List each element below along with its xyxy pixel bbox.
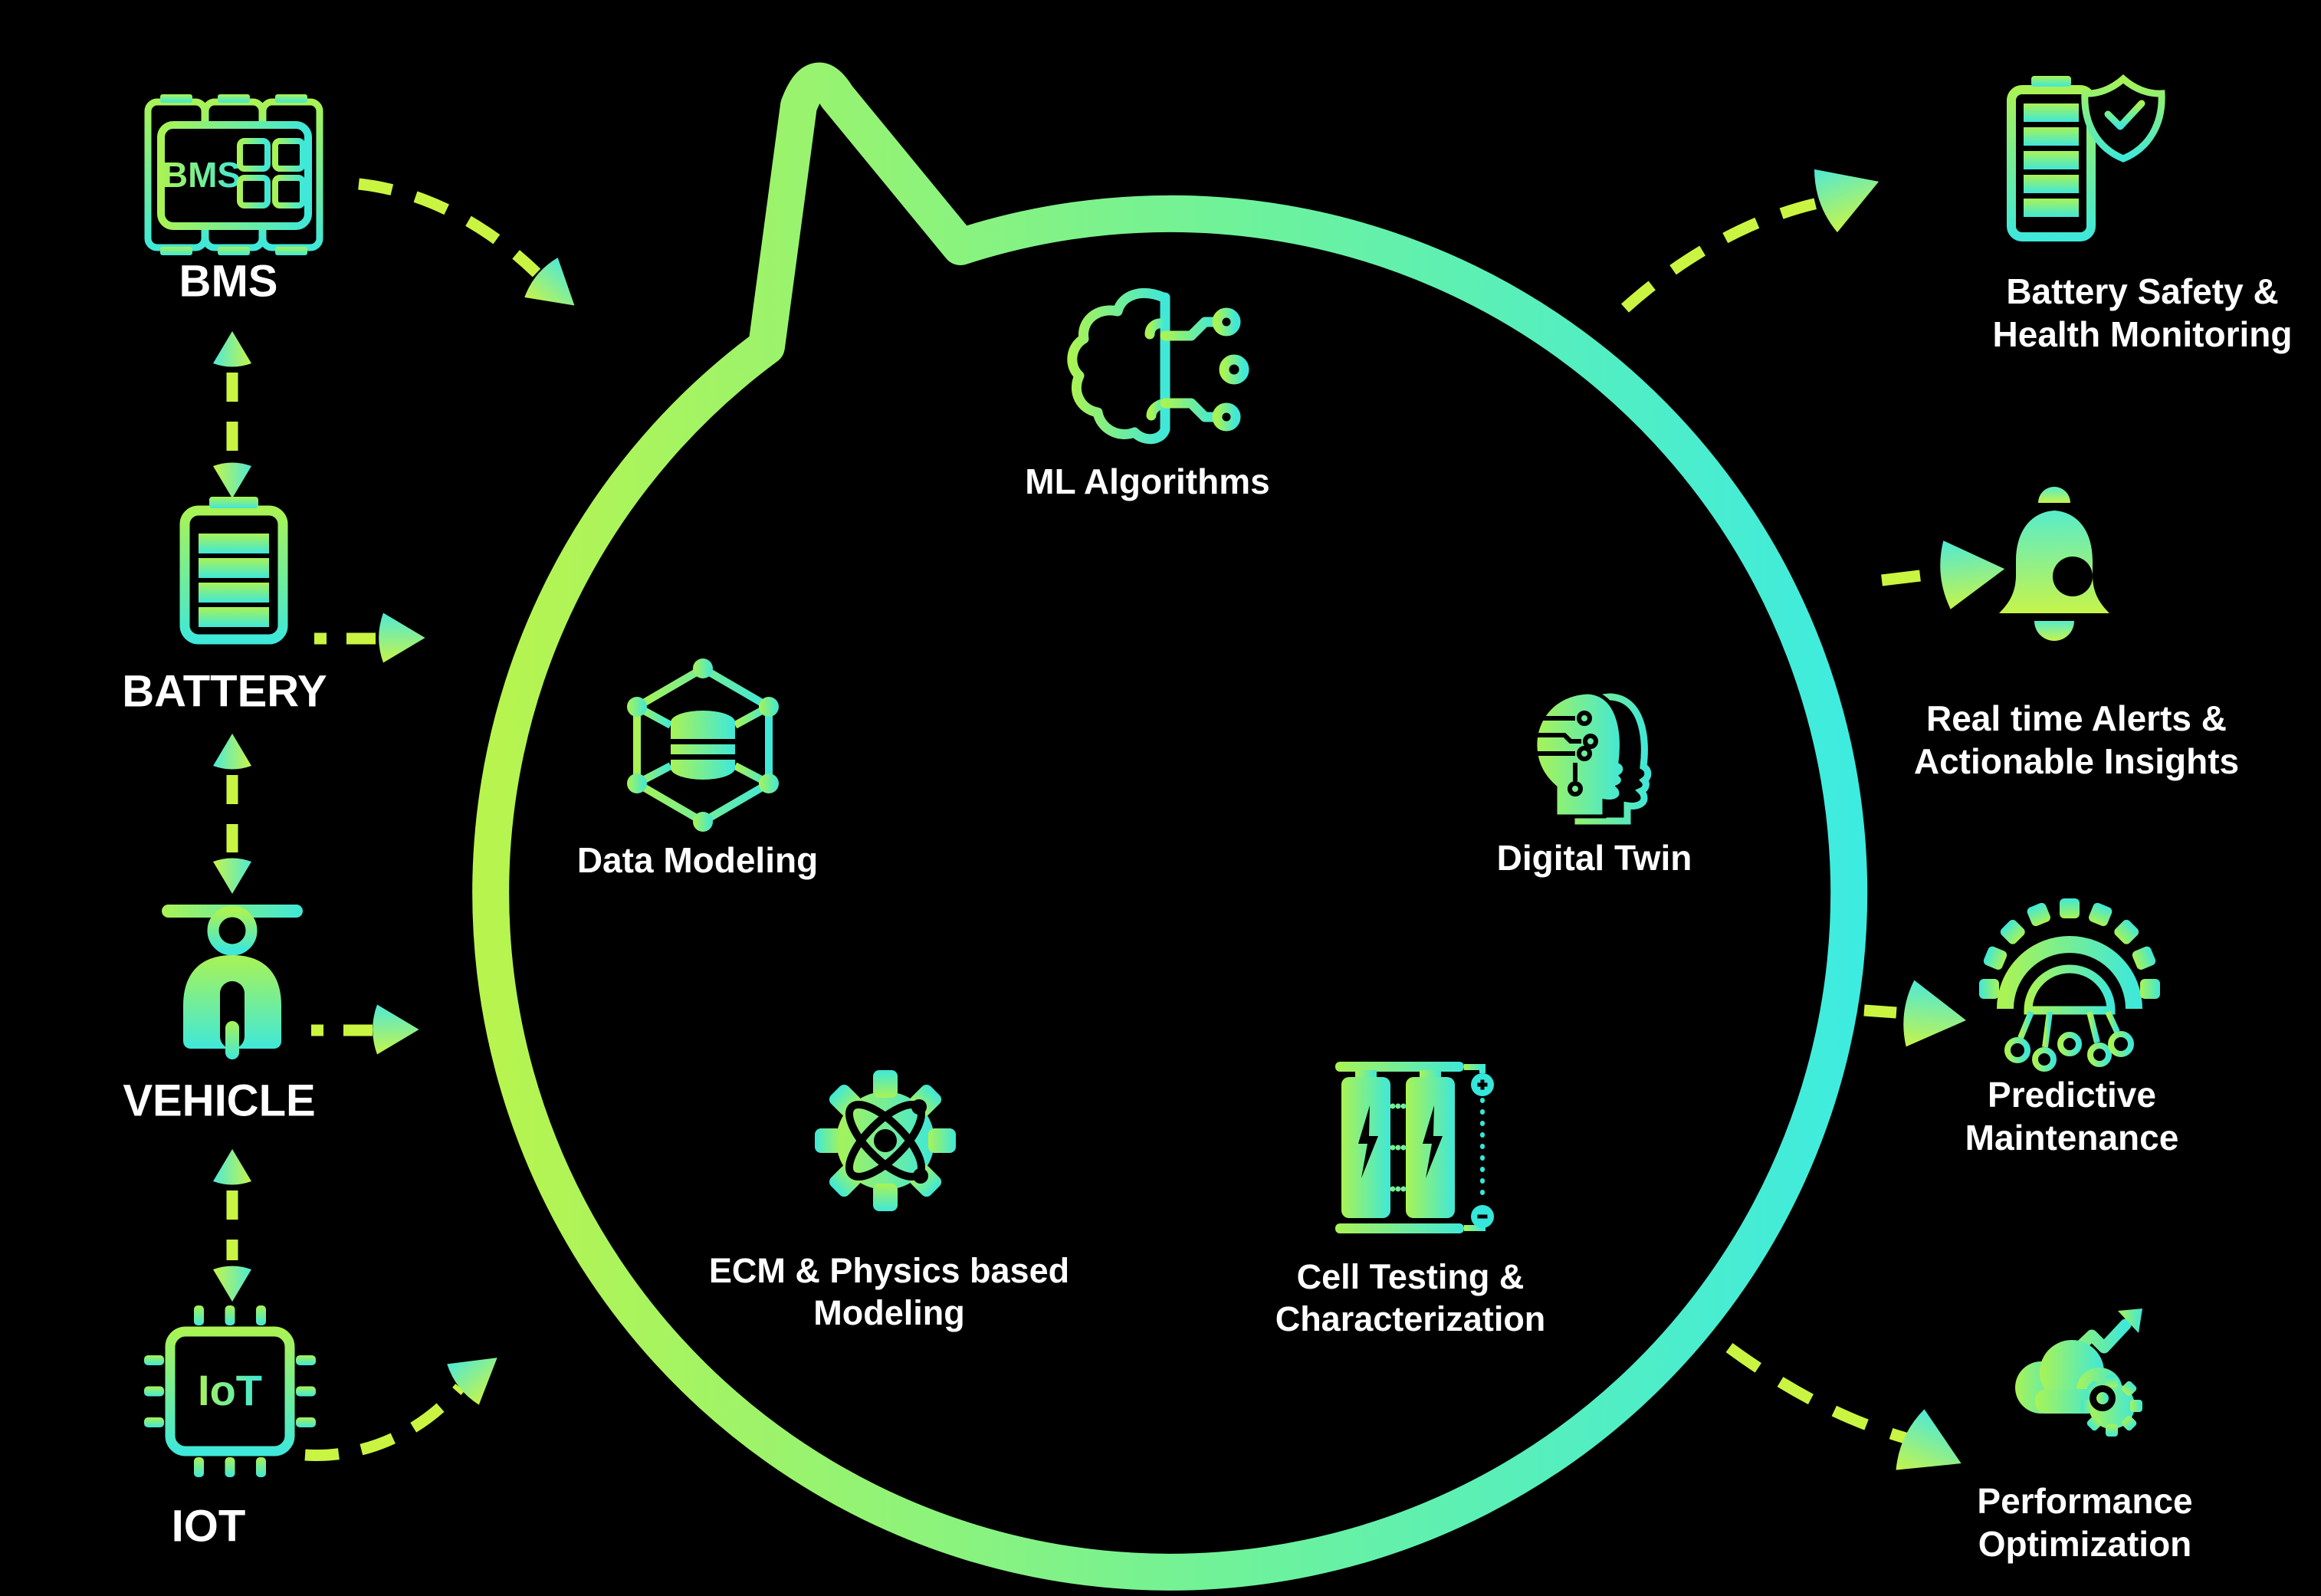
arrowhead-icon [373, 1004, 419, 1055]
arrowhead-down-icon [213, 858, 251, 894]
iot-label: IOT [171, 1501, 246, 1552]
gear-network-icon [1979, 898, 2160, 1072]
digital-twin-heads-icon [1533, 690, 1652, 825]
input-arrows [304, 178, 541, 1462]
iot-chip-icon: IoT [144, 1305, 316, 1477]
battery-label: BATTERY [122, 666, 327, 717]
arrowhead-icon [1899, 979, 1971, 1054]
brain-circuit-icon [1067, 287, 1249, 445]
data-cube-icon [627, 658, 779, 832]
vehicle-label: VEHICLE [123, 1075, 316, 1126]
alert-bell-icon [1999, 487, 2109, 641]
cell-testing-label: Cell Testing & Characterization [1275, 1257, 1546, 1338]
scooter-icon [162, 905, 303, 1059]
iot-to-core-arrow [304, 1384, 465, 1462]
bms-chip-label: BMS [163, 155, 241, 195]
arrowhead-icon [1808, 149, 1891, 235]
core-to-performance-arrow [1725, 1342, 1908, 1444]
arrowhead-icon [379, 612, 425, 663]
bms-label: BMS [179, 256, 278, 307]
core-to-safety-arrow [1620, 196, 1823, 313]
battery-shield-icon [2007, 74, 2165, 241]
arrowhead-up-icon [213, 1149, 251, 1185]
shield-check-icon [2081, 74, 2165, 163]
performance-optimization-label: Performance Optimization [1977, 1480, 2193, 1564]
predictive-maintenance-label: Predictive Maintenance [1965, 1074, 2179, 1158]
output-arrows [1620, 196, 1921, 1444]
bms-to-core-arrow [358, 178, 541, 277]
data-modeling-label: Data Modeling [576, 839, 819, 880]
arrowhead-up-icon [213, 331, 251, 367]
arrowhead-up-icon [213, 734, 251, 770]
connector-arrowheads [213, 331, 251, 1302]
cloud-growth-gear-icon [2015, 1309, 2142, 1437]
core-to-alerts-arrow [1881, 570, 1921, 586]
battery-cells-icon [1335, 1062, 1494, 1233]
ml-algorithms-label: ML Algorithms [1025, 461, 1270, 501]
realtime-alerts-label: Real time Alerts & Actionable Insights [1913, 698, 2240, 781]
arrowhead-icon [443, 1337, 514, 1408]
ecm-modeling-label: ECM & Physics based Modeling [708, 1251, 1070, 1332]
bms-chip-icon: BMS [144, 94, 323, 255]
digital-twin-label: Digital Twin [1496, 837, 1692, 878]
arrowhead-down-icon [213, 462, 251, 498]
gear-icon [2081, 1375, 2142, 1437]
core-to-predictive-arrow [1863, 1004, 1897, 1019]
atom-gear-icon [815, 1070, 956, 1211]
arrowhead-icon [1937, 534, 2008, 610]
core-ring [472, 62, 1868, 1591]
battery-safety-label: Battery Safety & Health Monitoring [1992, 271, 2293, 354]
arrowhead-icon [1890, 1407, 1976, 1494]
battery-icon [179, 497, 288, 645]
arrowhead-down-icon [213, 1266, 251, 1302]
iot-chip-label: IoT [198, 1366, 262, 1414]
